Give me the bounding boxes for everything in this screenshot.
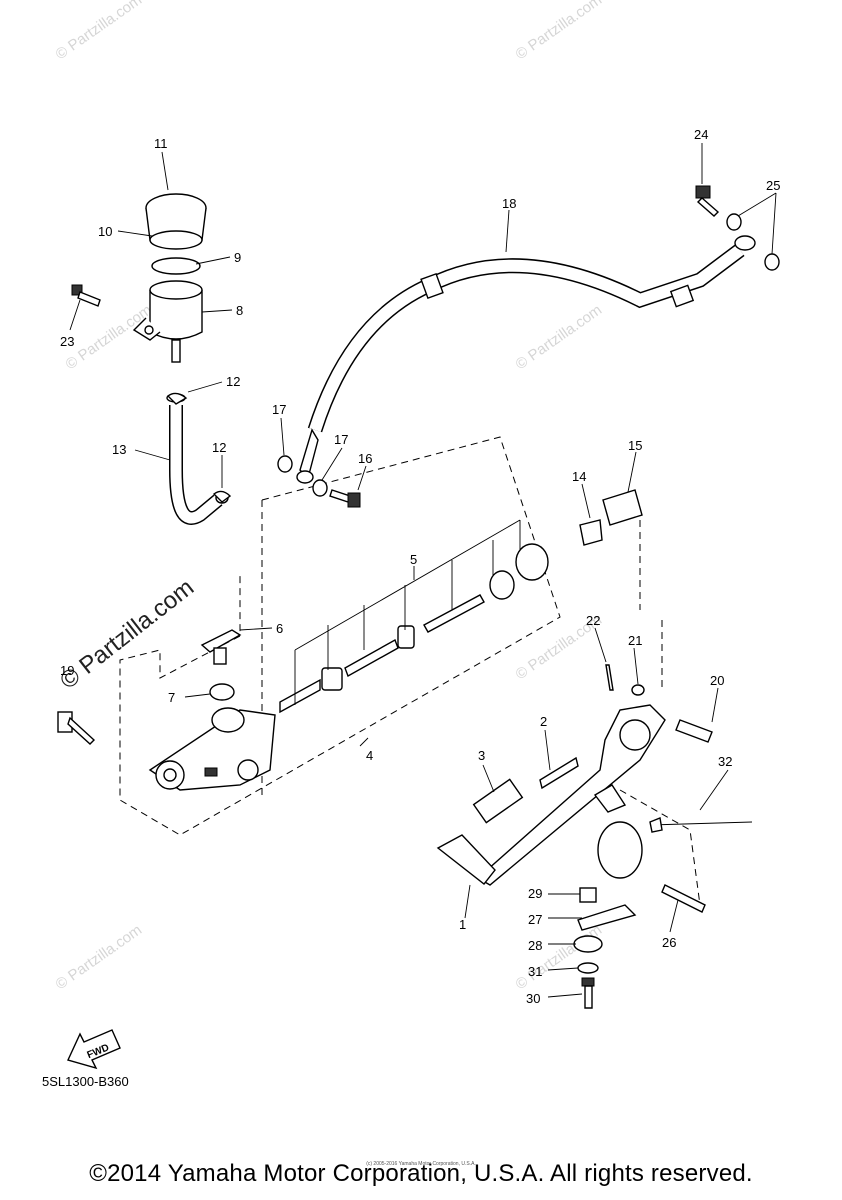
diagram-code: 5SL1300-B360 <box>42 1074 129 1089</box>
bracket-27 <box>577 904 637 931</box>
watermark: © Partzilla.com <box>53 921 146 993</box>
switch-rod <box>593 784 753 879</box>
washer-25 <box>726 213 742 231</box>
callout-label: 18 <box>502 196 516 211</box>
spring-2 <box>539 756 579 790</box>
callout-label: 24 <box>694 127 708 142</box>
callout-label: 30 <box>526 991 540 1006</box>
washer-25 <box>764 253 780 271</box>
spacer-29 <box>579 887 597 903</box>
washer-31 <box>577 962 599 974</box>
callout-label: 29 <box>528 886 542 901</box>
cotter-pin-22 <box>605 664 614 691</box>
washer-21 <box>631 684 645 696</box>
reservoir <box>132 193 207 363</box>
bolt-30 <box>581 977 595 1009</box>
callout-label: 14 <box>572 469 586 484</box>
bolt-16 <box>329 489 361 508</box>
watermark: © Partzilla.com <box>63 301 156 373</box>
callout-label: 31 <box>528 964 542 979</box>
assembly-outline <box>119 436 561 836</box>
callout-label: 28 <box>528 938 542 953</box>
leader-lines <box>69 143 777 998</box>
callout-label: 17 <box>334 432 348 447</box>
copyright-notice: ©2014 Yamaha Motor Corporation, U.S.A. A… <box>89 1160 753 1187</box>
piston-kit <box>279 519 549 714</box>
washer-17 <box>312 479 328 497</box>
watermark: © Partzilla.com <box>513 0 606 63</box>
callout-label: 19 <box>60 663 74 678</box>
pin-20 <box>675 719 713 743</box>
watermark-large: © Partzilla.com <box>55 574 199 695</box>
hose-joint-6 <box>200 629 242 665</box>
callout-label: 21 <box>628 633 642 648</box>
adjuster-14-15 <box>579 489 643 546</box>
shaft-26 <box>661 884 706 913</box>
callout-label: 10 <box>98 224 112 239</box>
collar-3 <box>472 778 524 824</box>
callout-label: 3 <box>478 748 485 763</box>
damper-28 <box>573 935 603 953</box>
callout-label: 5 <box>410 552 417 567</box>
callout-label: 17 <box>272 402 286 417</box>
callout-label: 4 <box>366 748 373 763</box>
callout-label: 2 <box>540 714 547 729</box>
callout-label: 32 <box>718 754 732 769</box>
callout-label: 8 <box>236 303 243 318</box>
grommet-7 <box>209 683 235 701</box>
callout-label: 15 <box>628 438 642 453</box>
watermark: © Partzilla.com <box>513 301 606 373</box>
callout-label: 16 <box>358 451 372 466</box>
fwd-arrow-icon: FWD <box>67 1029 121 1070</box>
callout-label: 22 <box>586 613 600 628</box>
pin-19 <box>57 711 96 745</box>
callout-label: 11 <box>154 136 168 151</box>
callout-label: 1 <box>459 917 466 932</box>
callout-label: 25 <box>766 178 780 193</box>
callout-label: 27 <box>528 912 542 927</box>
callout-label: 12 <box>226 374 240 389</box>
hose-18 <box>296 235 756 484</box>
leader-dash <box>639 520 663 690</box>
callout-label: 20 <box>710 673 724 688</box>
clip-12 <box>166 392 188 405</box>
callout-label: 7 <box>168 690 175 705</box>
callout-label: 13 <box>112 442 126 457</box>
master-cylinder-body <box>148 707 276 791</box>
callout-label: 23 <box>60 334 74 349</box>
tiny-credit: (c) 2005-2016 Yamaha Motor Corporation, … <box>366 1161 476 1167</box>
callout-label: 6 <box>276 621 283 636</box>
callout-labels: 1 2 3 4 5 6 7 8 9 10 11 12 12 13 14 15 1… <box>60 127 780 1006</box>
leader-dash <box>619 789 701 906</box>
bolt-23 <box>71 284 101 307</box>
washer-17 <box>277 455 293 473</box>
callout-label: 26 <box>662 935 676 950</box>
bolt-24 <box>695 185 720 217</box>
brake-pedal <box>436 704 666 886</box>
callout-label: 12 <box>212 440 226 455</box>
callout-label: 9 <box>234 250 241 265</box>
clip-12 <box>212 490 232 503</box>
watermark: © Partzilla.com <box>53 0 146 63</box>
